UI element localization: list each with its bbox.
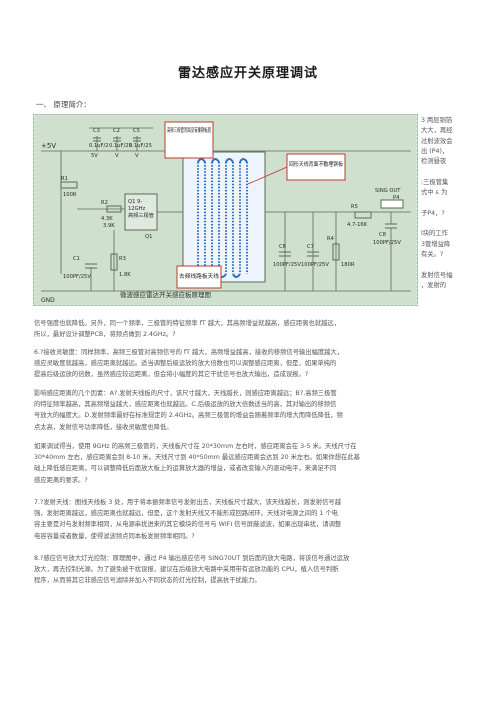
q1-label: Q1 9- — [128, 199, 142, 205]
paragraph-line: 电容容量或者数量，使得滤波频点同本板发射频率相同。? — [34, 532, 195, 540]
r2-label: R2 — [101, 200, 108, 206]
c7-value: 100PF/25V — [301, 262, 329, 268]
section-heading: 一、 原理简介： — [36, 100, 91, 109]
sing-out-label: SING OUT — [375, 188, 401, 194]
paragraph-line: 提高后级运放的倍数，虽然感应较远距离，但会将小幅度的其它干扰信号也放大输出，造成… — [34, 371, 309, 379]
c8-label: C8 — [379, 232, 386, 238]
paragraph-line: 信号强度也就降低。另外，同一个频率，三极管的特征频率 fT 越大，其高频增益就越… — [34, 320, 341, 327]
paragraph-line: 容主要是对与发射频率相同，从电源串扰进来的其它模块的信号与 WIFI 信号屏蔽滤… — [34, 521, 342, 529]
paragraph: 8.?感应信号放大灯光控制：原理图中，通过 P4 输出感应信号 SING70UT… — [34, 553, 472, 587]
diagram-caption: 微波感应雷达开关感应板原理图 — [120, 291, 211, 299]
c3-value: 0.1uF/2 — [89, 143, 109, 149]
side-text-line: 检测昼夜 — [421, 158, 447, 166]
r2-value: 4.3K — [101, 216, 113, 222]
side-text-line: ，发射的 — [421, 281, 447, 289]
paragraph-line: 7.?发射天线：图线天线板 3 处，用于将本振频率信号发射出去，天线板尺寸越大，… — [34, 499, 342, 506]
schematic-diagram: +5V GND C3 0.1uF/2 C2 0.1uF/25 C5 0.1uF/… — [33, 114, 418, 306]
paragraph-line: 放大，再去控制光源。为了避免被干扰误报，建议在后级放大电路中采用带有运放功能的 … — [34, 566, 339, 574]
side-text-line: 3 两层铜箔 — [421, 117, 453, 124]
c1-label: C1 — [73, 256, 80, 262]
side-text-line: 有关。? — [421, 250, 444, 258]
gnd-label: GND — [41, 297, 55, 304]
c7-label: C7 — [307, 244, 314, 250]
paragraph-line: 的特征频率越高，其高频增益越大，感应距离也就越远。C.后级运放的放大倍数适当的高… — [34, 401, 337, 409]
paragraph-line: 点太高，发射信号功率降低，接收灵敏度也降低。 — [34, 423, 173, 431]
side-text-line: 式中 ε 为 — [421, 189, 448, 197]
r3-value: 1.8K — [119, 272, 131, 278]
callout-track: 去频线路板天线 — [179, 272, 219, 280]
q1-desc: 高频三极管 — [128, 211, 154, 219]
side-text-line: l块的工作 — [421, 230, 448, 238]
paragraph-line: 30*40mm 左右，感应距离会到 8-10 米。天线尺寸到 40*50mm 最… — [34, 454, 360, 462]
paragraph-line: 如果调试得当，使用 9GHz 的高频三极管的，天线板尺寸在 20*30mm 左右… — [34, 443, 357, 450]
paragraph-line: 所以，最好设计调整PCB，将频点做到 2.4GHz。? — [34, 331, 176, 339]
paragraph: 影响感应距离的几个因素：A?.发射天线板的尺寸，该尺寸越大，天线越长，则感应距离… — [34, 388, 472, 433]
c2-value: 0.1uF/25 — [109, 143, 132, 149]
side-text-line: 发射信号幅 — [421, 271, 453, 279]
r5-value: 4.7-16K — [347, 222, 368, 228]
side-text-line: 大大，再经 — [421, 127, 453, 135]
c6-label: C6 — [279, 244, 286, 250]
paragraph-line: 影响感应距离的几个因素：A?.发射天线板的尺寸，该尺寸越大，天线越长，则感应距离… — [34, 390, 337, 397]
c1-value: 100PF/25V — [63, 274, 91, 280]
r4-label: R4 — [327, 236, 335, 242]
paragraph-line: 6.?接收灵敏度：同样频率，高频三极管对高频信号的 fT 越大，高频增益越高，接… — [34, 349, 344, 356]
document-title: 雷达感应开关原理调试 — [177, 66, 318, 81]
callout-transistor: 高频三极管背面没有覆铜板层 — [167, 126, 211, 134]
c6-value: 100PF/25V — [273, 262, 301, 268]
c3-label: C3 — [93, 128, 100, 134]
side-text-line: 过射波效会 — [421, 137, 453, 145]
paragraph-line: 感应距离的要求。? — [34, 476, 88, 484]
r3-label: R3 — [119, 256, 126, 262]
volt-label-2: V — [115, 153, 119, 159]
paragraph-line: 感应灵敏度就越高，感应距离就越远。适当调整后级运放的放大倍数也可以调整感应距离，… — [34, 360, 337, 368]
r2-value-alt: 3.9K — [103, 223, 115, 229]
paragraph-line: 础上降低感应距离，可以调整降低后面放大板上的运算放大器的增益，或者改变输入的驱动… — [34, 465, 337, 473]
q1-pin-label: Q1 — [145, 234, 152, 240]
vplus-label: +5V — [41, 142, 56, 150]
volt-label-3: V — [135, 153, 139, 159]
callout-antenna: 回形天线背面不敷埋铜板 — [289, 160, 343, 168]
volt-label-1: 5V — [91, 153, 98, 159]
r4-value: 180R — [341, 262, 355, 268]
side-text-line: :三极管集 — [421, 178, 449, 186]
r1-label: R1 — [61, 176, 68, 182]
paragraph: 信号强度也就降低。另外，同一个频率，三极管的特征频率 fT 越大，其高频增益就越… — [34, 318, 472, 340]
paragraph-line: 强，发射距离越远，感应距离也就越远，但是，这个发射天线又不能形成回路闭环。天线对… — [34, 510, 338, 518]
c8-value: 100PF/25V — [373, 240, 401, 246]
paragraph: 如果调试得当，使用 9GHz 的高频三极管的，天线板尺寸在 20*30mm 左右… — [34, 441, 472, 486]
side-text-line: 子P4，? — [421, 209, 445, 217]
paragraph: 7.?发射天线：图线天线板 3 处，用于将本振频率信号发射出去，天线板尺寸越大，… — [34, 497, 472, 542]
p4-label: P4 — [393, 195, 400, 201]
paragraph-line: 8.?感应信号放大灯光控制：原理图中，通过 P4 输出感应信号 SING70UT… — [34, 555, 350, 562]
side-text-line: 3管增益降 — [421, 240, 451, 248]
c5-value: 0.1uF/25 — [129, 143, 152, 149]
r5-label: R5 — [351, 204, 358, 210]
side-text-line: 出 (P4)， — [421, 147, 449, 155]
c2-label: C2 — [113, 128, 120, 134]
paragraph: 6.?接收灵敏度：同样频率，高频三极管对高频信号的 fT 越大，高频增益越高，接… — [34, 347, 472, 381]
paragraph-line: 程序，从而将其它非感应信号滤除并加入不同状态的灯光控制，提高抗干扰能力。 — [34, 577, 261, 585]
r1-value: 100R — [63, 192, 77, 198]
paragraph-line: 号放大的幅度大。D.发射频率最好在标准规定的 2.4GHz。高频三极管的增益会随… — [34, 412, 343, 420]
c5-label: C5 — [133, 128, 140, 134]
q1-freq: 12GHz — [128, 206, 146, 212]
